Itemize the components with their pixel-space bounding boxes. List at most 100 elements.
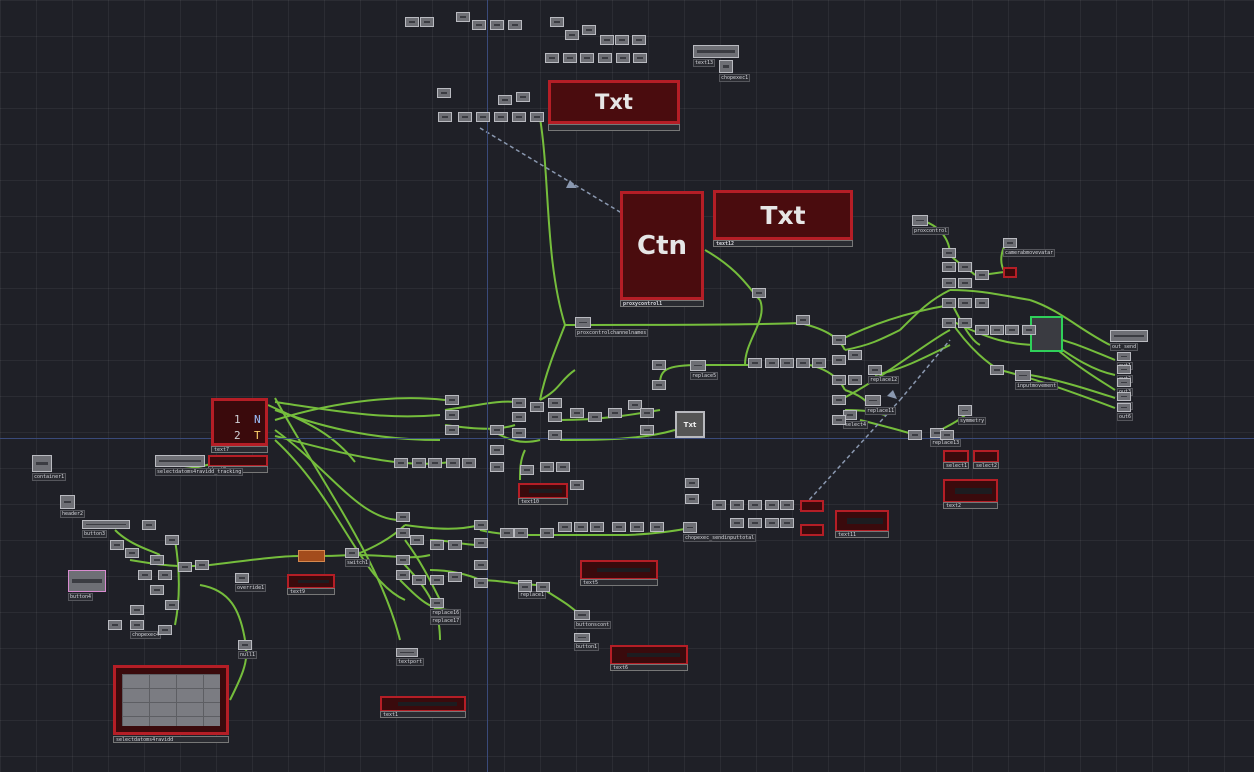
node-body <box>448 540 462 550</box>
table-grid <box>122 674 220 726</box>
node-body <box>1117 365 1131 374</box>
input-movement-node[interactable]: inputmovement <box>1015 370 1059 390</box>
select-node[interactable]: selectdatoms4ravidd_tracking <box>155 455 244 476</box>
node-body <box>685 478 699 488</box>
chopexec-send-node[interactable]: chopexec_sendinputtotal <box>683 522 757 542</box>
buttons-cont-node[interactable]: buttonscont <box>574 610 612 629</box>
node-preview <box>847 518 883 524</box>
table-viewer-panel[interactable]: selectdatoms4ravidd <box>113 665 229 743</box>
node-body <box>165 535 179 545</box>
node-body <box>942 278 956 288</box>
red-text-node[interactable]: text1 <box>380 696 466 718</box>
node-body <box>462 458 476 468</box>
node-body <box>796 358 810 368</box>
node-body <box>832 375 846 385</box>
node-body <box>490 445 504 455</box>
proxcontrol-node[interactable]: proxcontrol <box>912 215 950 235</box>
container-node[interactable]: container1 <box>32 455 67 481</box>
node-label: text13 <box>693 59 716 67</box>
node-body <box>990 365 1004 375</box>
node-body <box>410 535 424 545</box>
node-body <box>508 20 522 30</box>
text-thumbnail-node[interactable]: Txt <box>675 411 705 438</box>
node-body <box>412 458 426 468</box>
symmetry-node[interactable]: symmetry <box>958 405 987 425</box>
red-small-node[interactable] <box>800 524 824 536</box>
node-caption: select1 <box>943 462 969 469</box>
node-body <box>548 398 562 408</box>
node-body <box>652 360 666 370</box>
switch-node-active[interactable] <box>298 550 325 562</box>
red-small-node[interactable] <box>800 500 824 512</box>
node-body <box>498 95 512 105</box>
text-lines-viewer[interactable]: 1 2 N T text7 <box>211 398 268 453</box>
node-body <box>512 412 526 422</box>
chopexec-node[interactable]: chopexec1 <box>719 60 751 82</box>
select-node[interactable]: select4 <box>843 410 869 429</box>
proxcontrol-channelnames-node[interactable]: proxcontrolchannelnames <box>575 317 649 337</box>
out-node[interactable]: out6 <box>1117 403 1134 421</box>
replace-node[interactable]: replace5 <box>690 360 719 380</box>
red-text-node[interactable]: text6 <box>610 645 688 671</box>
node-label: selectdatoms4ravidd_tracking <box>155 468 244 476</box>
node-body <box>512 398 526 408</box>
node-body <box>832 395 846 405</box>
red-select-node[interactable]: select2 <box>973 450 999 469</box>
node-body <box>1110 330 1148 342</box>
out-node[interactable]: out1 <box>1117 352 1134 370</box>
node-body <box>558 522 572 532</box>
node-body <box>1003 238 1017 248</box>
switch-node[interactable]: switch1 <box>345 548 371 567</box>
node-label: inputmovement <box>1015 382 1059 390</box>
red-small-node[interactable] <box>1003 267 1017 278</box>
line-text-1: N <box>254 413 261 426</box>
node-body <box>608 408 622 418</box>
out-node[interactable]: out_send <box>1110 330 1148 351</box>
red-select-node[interactable]: select1 <box>943 450 969 469</box>
node-body <box>780 358 794 368</box>
text-operator-panel-top[interactable]: Txt <box>548 80 680 131</box>
header-node[interactable]: header2 <box>60 495 86 518</box>
node-body <box>158 570 172 580</box>
node-body <box>550 17 564 27</box>
container-operator-panel[interactable]: Ctn proxycontrol1 <box>620 191 704 307</box>
red-text-node[interactable]: text10 <box>518 483 568 505</box>
node-label: out_send <box>1110 343 1139 351</box>
replace-node[interactable]: replace16 <box>430 598 462 617</box>
node-label: out6 <box>1117 413 1134 421</box>
red-text-node[interactable]: text8 <box>208 455 268 473</box>
out-node[interactable]: out2 <box>1117 365 1134 383</box>
node-body <box>490 425 504 435</box>
camera-move-node[interactable]: camerabmovevatar <box>1003 238 1056 257</box>
node-body <box>958 262 972 272</box>
red-text-node[interactable]: text11 <box>835 510 889 538</box>
out-node[interactable]: out5 <box>1117 392 1134 410</box>
node-body <box>430 540 444 550</box>
node-body <box>396 528 410 538</box>
button-node[interactable]: button1 <box>574 633 600 651</box>
node-body <box>990 325 1004 335</box>
button-node[interactable]: button3 <box>82 520 130 538</box>
red-text-node[interactable]: text5 <box>580 560 658 586</box>
node-body <box>942 318 956 328</box>
node-body <box>640 425 654 435</box>
out-node[interactable]: out3 <box>1117 378 1134 396</box>
textport-node[interactable]: textport <box>396 648 425 666</box>
null-node[interactable]: null1 <box>238 640 258 659</box>
text-operator-panel-right[interactable]: Txt text12 <box>713 190 853 247</box>
replace-node[interactable]: replace11 <box>865 395 897 415</box>
node-body <box>975 270 989 280</box>
red-text-node[interactable]: text2 <box>943 479 998 509</box>
replace-node[interactable]: replace12 <box>868 365 900 384</box>
node-caption: select2 <box>973 462 999 469</box>
red-text-node[interactable]: text9 <box>287 574 335 595</box>
text-node[interactable]: text13 <box>693 45 739 67</box>
node-body <box>476 112 490 122</box>
chopexec-node[interactable]: chopexec4 <box>130 620 162 639</box>
node-body <box>396 555 410 565</box>
node-body <box>730 518 744 528</box>
override-node[interactable]: override1 <box>235 573 267 592</box>
button-node[interactable]: button4 <box>68 570 106 601</box>
node-body <box>908 430 922 440</box>
node-body <box>582 25 596 35</box>
